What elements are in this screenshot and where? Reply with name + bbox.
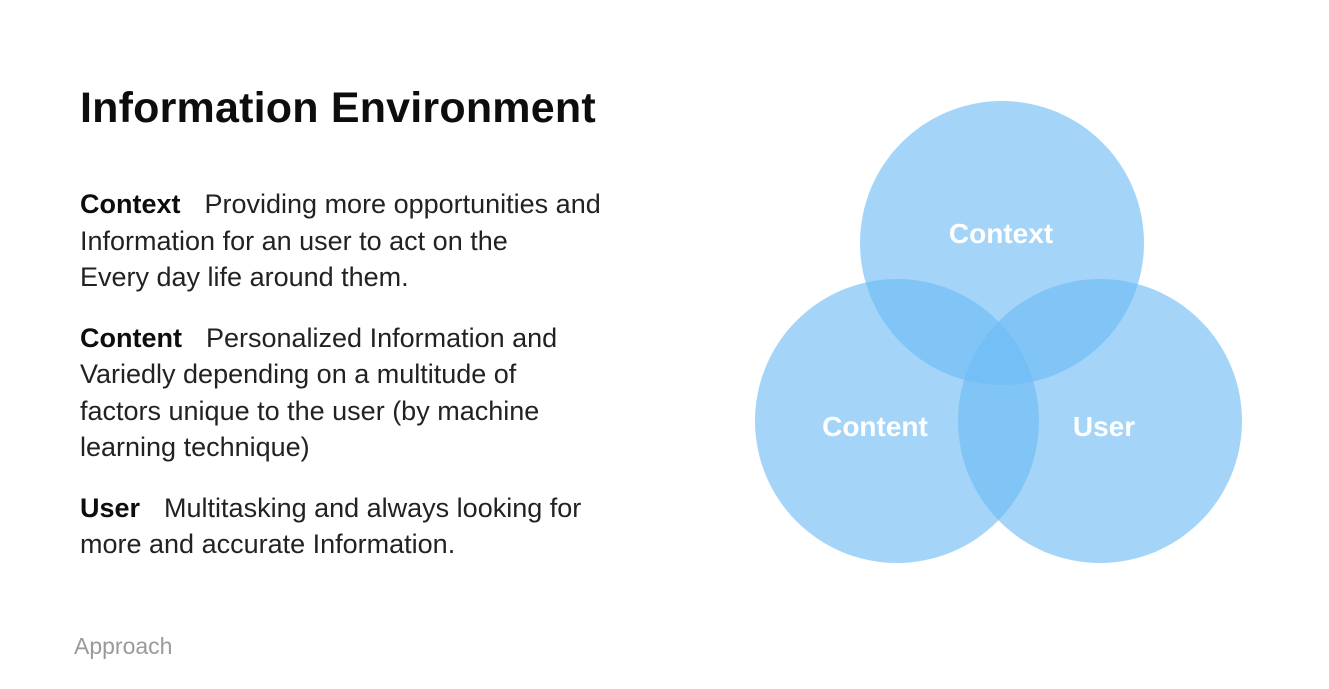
- venn-label-context: Context: [949, 218, 1053, 249]
- definition-text: Personalized Information and: [205, 322, 558, 353]
- definition-line: Content Personalized Information and: [80, 320, 680, 357]
- definition-term: Content: [80, 322, 182, 353]
- definition-line: Every day life around them.: [80, 262, 409, 292]
- definition-term: User: [80, 492, 141, 523]
- definition-content: Content Personalized Information and Vari…: [80, 320, 680, 466]
- definition-line: more and accurate Information.: [80, 529, 456, 559]
- definition-text: Multitasking and always looking for: [164, 492, 582, 523]
- definition-line: Information for an user to act on the: [80, 225, 508, 256]
- definition-line: User Multitasking and always looking for: [80, 490, 680, 527]
- venn-circle-content: [755, 279, 1039, 563]
- definition-text: Providing more opportunities and: [204, 189, 601, 219]
- definition-line: Context Providing more opportunities and: [80, 186, 680, 223]
- venn-circle-user: [958, 279, 1242, 563]
- definition-line: factors unique to the user (by machine: [80, 395, 540, 426]
- footer-section-label: Approach: [74, 633, 173, 659]
- venn-label-user: User: [1073, 411, 1135, 442]
- definition-line: Variedly depending on a multitude of: [80, 359, 517, 389]
- definition-term: Context: [80, 189, 181, 219]
- slide-title: Information Environment: [80, 84, 596, 132]
- definition-line: learning technique): [80, 432, 310, 462]
- venn-label-content: Content: [822, 411, 928, 442]
